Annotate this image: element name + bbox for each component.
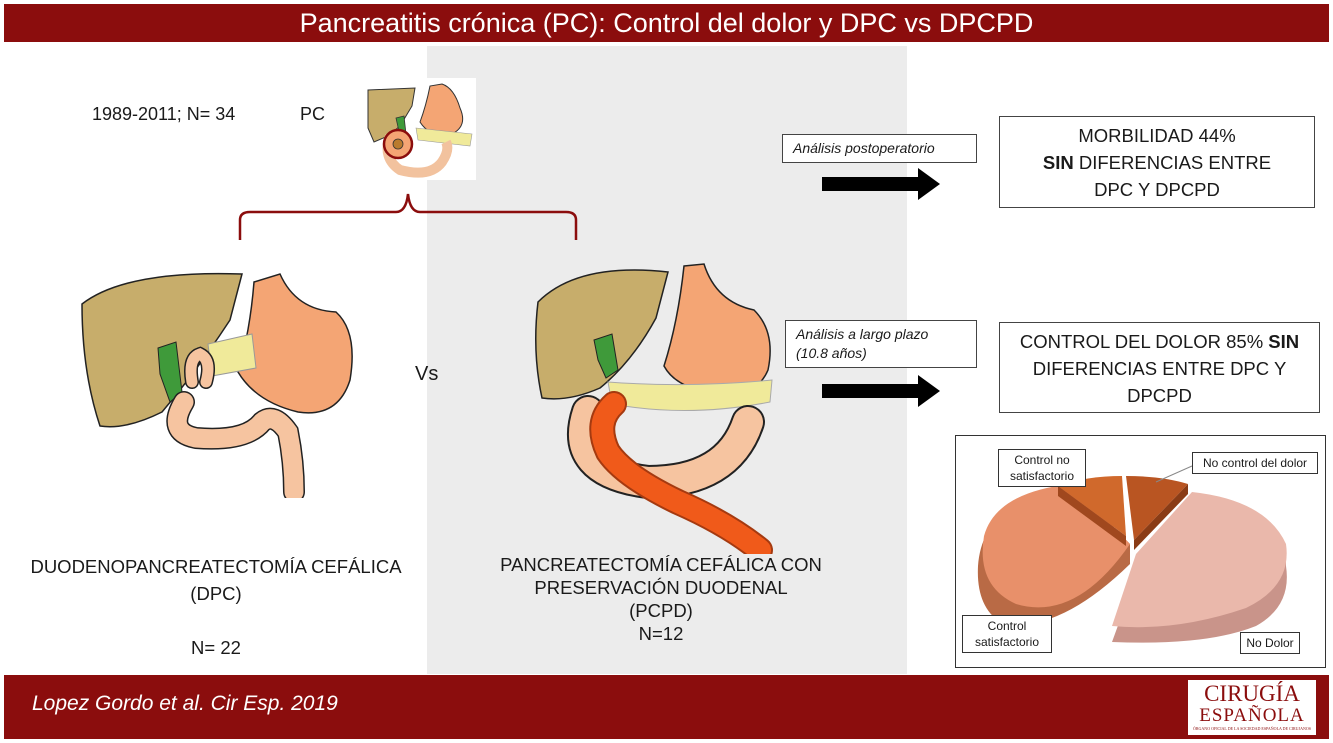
procedure-right-name-1: PANCREATECTOMÍA CEFÁLICA CON xyxy=(500,554,822,575)
procedure-left-label: DUODENOPANCREATECTOMÍA CEFÁLICA (DPC) N=… xyxy=(20,553,412,661)
pie-label-no-pain: No Dolor xyxy=(1240,632,1300,654)
split-bracket xyxy=(238,193,578,240)
pain-line2: DIFERENCIAS ENTRE DPC Y xyxy=(1032,358,1287,379)
pie-label-no-control: No control del dolor xyxy=(1192,452,1318,474)
pain-line3: DPCPD xyxy=(1127,385,1192,406)
footer-bar: Lopez Gordo et al. Cir Esp. 2019 xyxy=(4,675,1329,739)
logo-line2: ESPAÑOLA xyxy=(1199,705,1305,726)
pie-slice-unsatisfactory xyxy=(1058,476,1126,536)
procedure-right-name-2: PRESERVACIÓN DUODENAL xyxy=(534,577,788,598)
analysis-long-line2: (10.8 años) xyxy=(796,345,867,361)
cohort-group: PC xyxy=(300,104,326,124)
analysis-post-label: Análisis postoperatorio xyxy=(782,134,977,163)
procedure-right-abbrev: (PCPD) xyxy=(629,600,693,621)
pain-line1-text: CONTROL DEL DOLOR 85% xyxy=(1019,331,1269,352)
morbidity-result-box: MORBILIDAD 44% SIN DIFERENCIAS ENTRE DPC… xyxy=(999,116,1315,208)
logo-line3: ÓRGANO OFICIAL DE LA SOCIEDAD ESPAÑOLA D… xyxy=(1192,726,1312,731)
pie-label-satisfactory: Control satisfactorio xyxy=(962,615,1052,653)
dpc-anatomy-illustration xyxy=(81,272,353,498)
procedure-right-label: PANCREATECTOMÍA CEFÁLICA CON PRESERVACIÓ… xyxy=(470,553,852,645)
morbidity-bold-sin: SIN xyxy=(1042,152,1074,173)
morbidity-line2-rest: DIFERENCIAS ENTRE xyxy=(1073,152,1272,173)
procedure-left-n: N= 22 xyxy=(191,637,241,658)
pie-chart-graphic xyxy=(977,465,1287,643)
cirugia-espanola-logo: CIRUGÍA ESPAÑOLA ÓRGANO OFICIAL DE LA SO… xyxy=(1188,680,1316,735)
citation: Lopez Gordo et al. Cir Esp. 2019 xyxy=(32,692,338,715)
pie-label-unsatisfactory-2: satisfactorio xyxy=(1009,469,1075,483)
arrow-right-icon xyxy=(822,168,940,200)
slide-title: Pancreatitis crónica (PC): Control del d… xyxy=(4,4,1329,42)
pcpd-anatomy-illustration xyxy=(535,263,773,554)
morbidity-line1: MORBILIDAD 44% xyxy=(1078,125,1236,146)
cohort-period: 1989-2011; N= 34 xyxy=(92,104,236,124)
analysis-long-label: Análisis a largo plazo (10.8 años) xyxy=(785,320,977,368)
pie-label-satisfactory-1: Control xyxy=(987,619,1027,633)
pie-label-satisfactory-2: satisfactorio xyxy=(974,635,1040,649)
pain-bold-sin: SIN xyxy=(1268,331,1300,352)
morbidity-line3: DPC Y DPCPD xyxy=(1094,179,1220,200)
procedure-right-n: N=12 xyxy=(638,623,684,644)
versus-label: Vs xyxy=(415,363,439,385)
pain-control-result-box: CONTROL DEL DOLOR 85% SIN DIFERENCIAS EN… xyxy=(999,322,1320,413)
pie-label-unsatisfactory-1: Control no xyxy=(1014,453,1070,467)
pain-line1: CONTROL DEL DOLOR 85% SIN xyxy=(1000,328,1319,355)
pie-slice-no-control xyxy=(1126,476,1188,540)
morbidity-line2: SIN DIFERENCIAS ENTRE xyxy=(1000,149,1314,176)
pie-label-unsatisfactory: Control no satisfactorio xyxy=(998,449,1086,487)
arrow-right-icon xyxy=(822,375,940,407)
procedure-left-abbrev: (DPC) xyxy=(190,583,242,604)
pancreas-thumbnail-illustration xyxy=(360,78,476,180)
analysis-long-line1: Análisis a largo plazo xyxy=(796,326,929,342)
logo-line1: CIRUGÍA xyxy=(1204,681,1300,706)
procedure-left-name: DUODENOPANCREATECTOMÍA CEFÁLICA xyxy=(30,556,402,577)
